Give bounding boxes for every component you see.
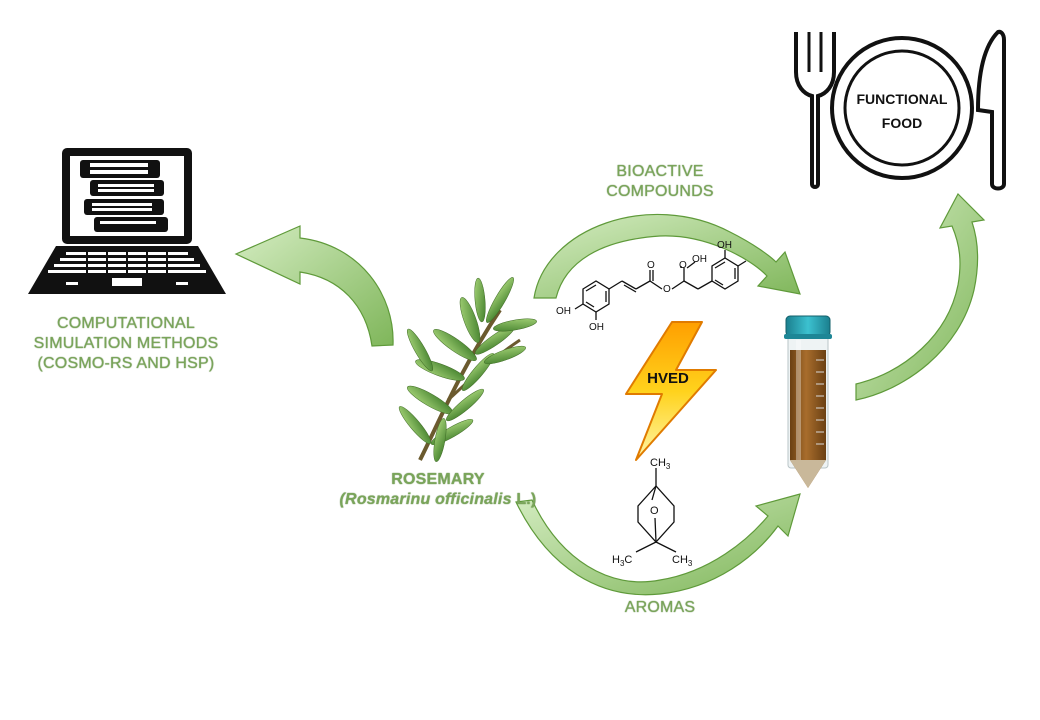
rosemary-latin-italic: (Rosmarinu officinalis [339,491,512,508]
arrow-aromas [515,493,801,596]
ch3-label: CH3 [650,457,671,471]
bioactive-compounds-label: BIOACTIVE COMPOUNDS [580,162,740,202]
label-line: COMPUTATIONAL [56,315,195,332]
eucalyptol-structure [635,468,677,553]
rosemary-sprig-icon [398,277,537,462]
computational-methods-label: COMPUTATIONAL SIMULATION METHODS (COSMO-… [6,314,246,374]
oh-label: OH [589,322,604,333]
rosemary-label: ROSEMARY (Rosmarinu officinalis L.) [318,470,558,510]
laptop-books-icon [28,148,226,294]
oh-label: OH [692,254,707,265]
rosemary-name: ROSEMARY [391,471,485,488]
o-label: O [650,505,659,517]
oh-label: OH [717,240,732,251]
o-label: O [679,260,687,271]
aromas-label: AROMAS [580,598,740,618]
functional-food-line: FUNCTIONAL [857,91,948,107]
functional-food-label: FUNCTIONAL FOOD [857,91,948,131]
arrow-to-simulation [234,225,394,347]
ch3-label: H3C [612,554,632,568]
label-line: AROMAS [624,599,696,616]
oh-label: OH [556,306,571,317]
ch3-label: CH3 [672,554,693,568]
o-label: O [663,284,671,295]
label-line: SIMULATION METHODS [33,335,219,352]
eucalyptol-labels: CH3 O H3C CH3 [612,457,693,568]
hved-label: HVED [647,370,689,387]
rosemary-latin-plain: L.) [511,491,537,508]
functional-food-line: FOOD [882,115,922,131]
lightning-bolt-icon [625,321,717,461]
o-label: O [647,260,655,271]
rosemary-latin: (Rosmarinu officinalis L.) [318,490,558,510]
label-line: BIOACTIVE [616,163,704,180]
label-line: COMPOUNDS [606,183,714,200]
rosmarinic-acid-structure [574,250,747,320]
plate-fork-knife-icon [794,29,1006,191]
arrow-to-functional-food [855,193,986,401]
rosmarinic-acid-labels: OH OH O O O OH OH [556,240,732,333]
centrifuge-tube-icon [784,315,832,488]
arrow-bioactive [533,213,801,299]
label-line: (COSMO-RS AND HSP) [37,355,215,372]
